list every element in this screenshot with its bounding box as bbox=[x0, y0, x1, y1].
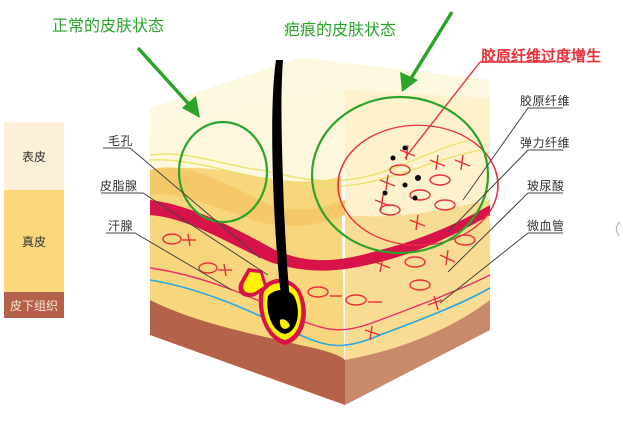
normal-skin-circle bbox=[177, 120, 269, 224]
capillary-blue bbox=[149, 279, 491, 347]
label-sebaceous-gland: 皮脂腺 bbox=[100, 179, 138, 193]
collagen-overgrowth-pointer bbox=[404, 61, 481, 159]
legend-dermis-label: 真皮 bbox=[21, 234, 46, 249]
skin-block-right-face bbox=[345, 70, 490, 405]
label-collagen-fiber: 胶原纤维 bbox=[520, 94, 571, 108]
hair-follicle bbox=[238, 60, 306, 345]
legend-epidermis: 表皮 bbox=[4, 122, 64, 190]
scar-skin-title: 疤痕的皮肤状态 bbox=[284, 20, 397, 39]
label-hyaluronic-acid: 玻尿酸 bbox=[527, 179, 565, 193]
legend-epidermis-label: 表皮 bbox=[21, 149, 46, 164]
normal-skin-title: 正常的皮肤状态 bbox=[52, 16, 165, 35]
label-capillary: 微血管 bbox=[527, 219, 565, 233]
label-sweat-gland: 汗腺 bbox=[108, 219, 134, 233]
left-leader-lines bbox=[101, 147, 269, 291]
edge-marker bbox=[615, 221, 621, 237]
collagen-overgrowth-label: 胶原纤维过度增生 bbox=[481, 47, 602, 65]
legend-dermis: 真皮 bbox=[4, 190, 64, 292]
label-elastic-fiber: 弹力纤维 bbox=[520, 136, 571, 150]
elastic-fiber-lines bbox=[149, 139, 481, 188]
legend-subcutaneous: 皮下组织 bbox=[4, 292, 64, 318]
capillary-red bbox=[149, 267, 491, 331]
cell-glyphs bbox=[162, 144, 476, 341]
scar-red-circle bbox=[337, 124, 499, 246]
legend-subcutaneous-label: 皮下组织 bbox=[9, 298, 58, 313]
scar-skin-circle bbox=[310, 95, 490, 255]
right-leader-lines bbox=[439, 107, 563, 304]
scar-dots bbox=[382, 145, 421, 201]
label-pore: 毛孔 bbox=[108, 134, 134, 148]
green-arrows bbox=[136, 11, 454, 118]
